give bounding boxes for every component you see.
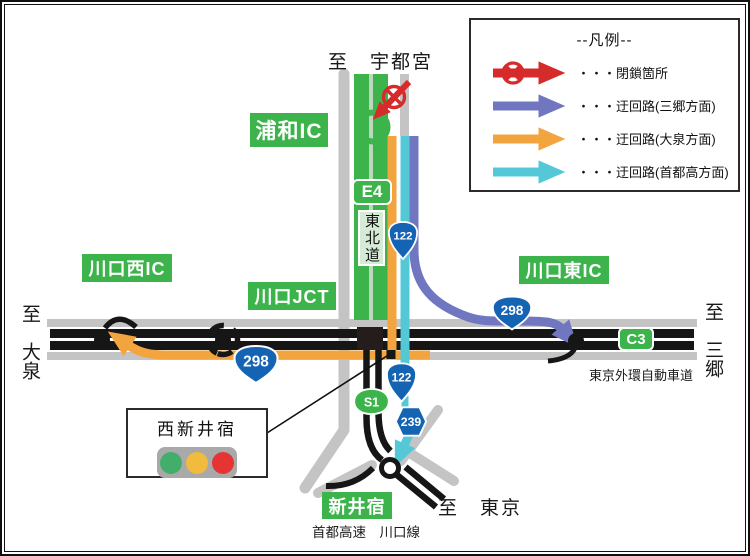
traffic-light-green-lamp <box>160 451 182 474</box>
legend-row-oizumi: ・・・迂回路(大泉方面) <box>471 122 738 155</box>
kawaguchi-higashi-ic-node <box>547 333 584 364</box>
svg-text:122: 122 <box>393 231 412 243</box>
legend-label-closed: ・・・閉鎖箇所 <box>577 66 669 81</box>
urawa-ic-label: 浦和IC <box>250 113 328 147</box>
route-badge-239: 239 <box>394 406 428 437</box>
shuto-line-label: 首都高速 川口線 <box>312 525 420 540</box>
to-tokyo-label: 至 東京 <box>438 498 523 519</box>
route-badge-s1: S1 <box>353 388 390 415</box>
detour-misato-arrow-icon <box>493 93 566 118</box>
legend-row-misato: ・・・迂回路(三郷方面) <box>471 89 738 122</box>
svg-text:298: 298 <box>243 354 269 371</box>
nishi-araijuku-label: 西新井宿 <box>157 420 237 439</box>
kawaguchi-higashi-ic-label: 川口東IC <box>519 256 609 284</box>
araijuku-label: 新井宿 <box>322 492 392 519</box>
traffic-light-yellow-lamp <box>186 451 208 474</box>
to-misato-label: 至 三郷 <box>702 302 723 378</box>
detour-misato-route <box>409 136 578 348</box>
detour-oizumi-arrow-icon <box>493 126 566 151</box>
legend: --凡例-- ・・・閉鎖箇所 ・・・迂回路(三郷方面) ・・・迂回路(大泉方面) <box>469 18 740 192</box>
kawaguchi-nishi-ic-node <box>94 316 138 348</box>
traffic-light-icon <box>157 447 237 478</box>
detour-shutoko-arrow-icon <box>493 159 566 184</box>
tohoku-do-plate: 東北道 <box>358 210 385 266</box>
svg-text:122: 122 <box>392 371 412 385</box>
route-badge-122-lower: 122 <box>386 362 417 403</box>
route-badge-122-upper: 122 <box>388 221 418 261</box>
svg-text:S1: S1 <box>364 395 379 409</box>
closure-icon <box>372 79 412 120</box>
gaikan-junction-node <box>205 322 241 358</box>
gaikan-name-label: 東京外環自動車道 <box>589 368 694 383</box>
badge-c3: C3 <box>618 327 654 351</box>
shuto-expressway-road <box>325 350 447 510</box>
svg-text:298: 298 <box>501 303 524 318</box>
kawaguchi-nishi-ic-label: 川口西IC <box>82 254 172 282</box>
route-badge-298-left: 298 <box>233 345 279 384</box>
legend-label-oizumi: ・・・迂回路(大泉方面) <box>577 132 716 147</box>
route-badge-298-right: 298 <box>491 295 533 331</box>
legend-label-shutoko: ・・・迂回路(首都高方面) <box>577 165 729 180</box>
svg-text:239: 239 <box>401 415 422 429</box>
traffic-light-red-lamp <box>212 451 234 474</box>
legend-title: --凡例-- <box>576 32 633 49</box>
nishi-araijuku-signal-box: 西新井宿 <box>126 408 268 478</box>
kawaguchi-jct-node <box>357 327 383 350</box>
closed-section-arrow-icon <box>493 60 566 85</box>
signal-marker <box>386 350 396 359</box>
legend-row-closed: ・・・閉鎖箇所 <box>471 56 738 89</box>
legend-row-shutoko: ・・・迂回路(首都高方面) <box>471 155 738 188</box>
araijuku-node <box>379 457 401 479</box>
badge-e4: E4 <box>352 179 392 205</box>
to-oizumi-label: 至 大泉 <box>19 304 40 380</box>
legend-label-misato: ・・・迂回路(三郷方面) <box>577 99 716 114</box>
kawaguchi-jct-label: 川口JCT <box>248 282 336 310</box>
pointer-line <box>266 353 391 434</box>
to-utsunomiya-label: 至 宇都宮 <box>328 52 434 73</box>
